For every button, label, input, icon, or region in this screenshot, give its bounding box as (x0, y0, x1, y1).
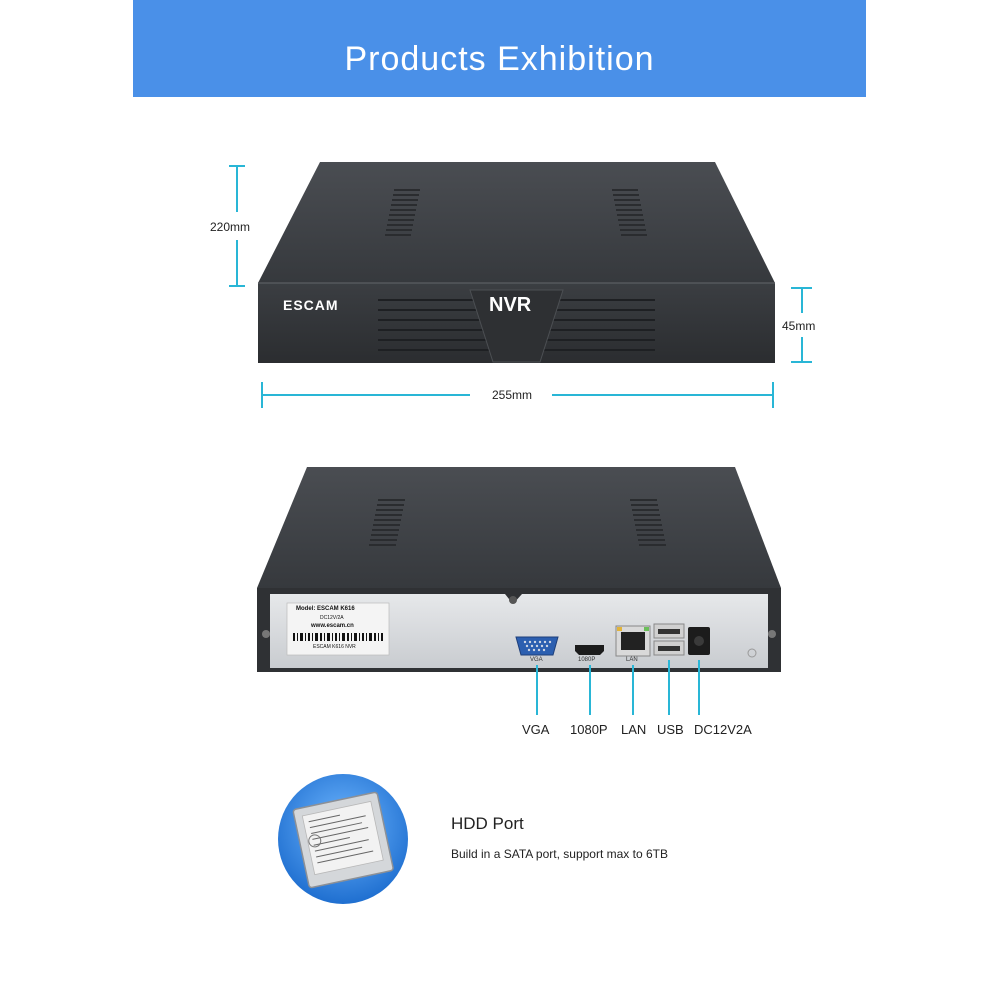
port-label-vga: VGA (522, 722, 550, 737)
sticker-power: DC12V/2A (320, 615, 344, 621)
depth-label: 220mm (210, 220, 251, 234)
dimension-lines (229, 165, 812, 408)
hdd-description: Build in a SATA port, support max to 6TB (451, 847, 668, 861)
height-label: 45mm (782, 319, 816, 333)
brand-logo: ESCAM (283, 297, 339, 313)
rear-view (257, 467, 781, 672)
nvr-badge (469, 289, 564, 363)
sticker-barcode (293, 633, 383, 641)
vent-left (385, 189, 420, 236)
rear-vent-right (630, 499, 666, 546)
width-label: 255mm (492, 388, 533, 402)
port-label-dc: DC12V2A (694, 722, 752, 737)
left-screw (262, 630, 270, 638)
model-sticker (286, 602, 390, 656)
rear-top-plate (257, 467, 781, 588)
port-label-lan: LAN (621, 722, 647, 737)
rear-screw (509, 596, 517, 604)
hdd-illustration (278, 774, 408, 904)
banner-title: Products Exhibition (344, 40, 655, 78)
ground-icon (747, 648, 757, 658)
port-callouts (536, 660, 700, 715)
vent-right (612, 189, 647, 236)
hdmi-port-icon (575, 645, 604, 655)
sticker-product: ESCAM K616 NVR (313, 644, 356, 650)
front-view (258, 162, 775, 363)
port-label-hdmi: 1080P (570, 722, 608, 737)
vga-mark: VGA (530, 657, 543, 663)
rear-vent-left (369, 499, 405, 546)
port-label-usb: USB (657, 722, 684, 737)
header-banner: Products Exhibition (133, 0, 866, 97)
hdd-title: HDD Port (451, 814, 524, 833)
front-ridges (378, 299, 655, 351)
nvr-label: NVR (489, 294, 532, 316)
front-top-plate (258, 162, 775, 283)
vga-pins-icon (523, 640, 552, 652)
sticker-model: Model: ESCAM K616 (296, 606, 355, 612)
hdmi-mark: 1080P (578, 657, 596, 663)
sticker-website: www.escam.cn (311, 623, 354, 629)
lan-mark: LAN (626, 657, 638, 663)
right-screw (768, 630, 776, 638)
